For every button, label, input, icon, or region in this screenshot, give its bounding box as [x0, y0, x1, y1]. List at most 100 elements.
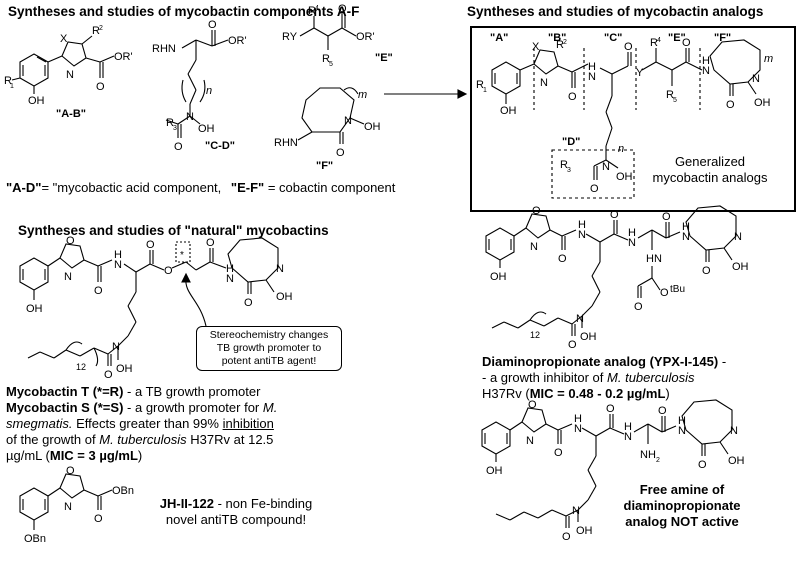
- svg-text:N: N: [574, 423, 582, 435]
- components-heading: Syntheses and studies of mycobactin comp…: [8, 4, 360, 19]
- chain-length-label: 12: [76, 362, 86, 372]
- svg-text:O: O: [164, 265, 173, 277]
- component-legend: "A-D"= "mycobactic acid component, "E-F"…: [6, 180, 396, 195]
- ab-label: "A-B": [56, 108, 86, 120]
- svg-text:O: O: [174, 141, 183, 153]
- svg-text:N: N: [64, 501, 72, 513]
- svg-text:O: O: [338, 3, 347, 15]
- svg-text:N: N: [226, 273, 234, 285]
- svg-text:N: N: [628, 237, 636, 249]
- y-atom-label: Y: [636, 67, 644, 79]
- svg-text:O: O: [606, 403, 615, 415]
- svg-text:N: N: [114, 259, 122, 271]
- svg-text:OR': OR': [228, 35, 247, 47]
- ab-fragment-structure: [11, 35, 115, 94]
- svg-text:O: O: [698, 459, 707, 471]
- svg-text:OH: OH: [116, 363, 133, 375]
- svg-text:OH: OH: [276, 291, 293, 303]
- svg-text:OH: OH: [500, 105, 517, 117]
- n-subscript-label: n: [206, 85, 212, 97]
- svg-text:O: O: [634, 301, 643, 313]
- svg-text:O: O: [208, 19, 217, 31]
- svg-text:O: O: [146, 239, 155, 251]
- svg-text:O: O: [244, 297, 253, 309]
- svg-text:N: N: [730, 425, 738, 437]
- svg-text:O: O: [558, 253, 567, 265]
- svg-text:N: N: [702, 65, 710, 77]
- cd-label: "C-D": [205, 140, 235, 152]
- svg-text:1: 1: [483, 87, 487, 94]
- svg-text:N: N: [682, 231, 690, 243]
- svg-text:4: 4: [315, 5, 319, 12]
- svg-text:2: 2: [563, 39, 567, 46]
- svg-text:N: N: [678, 425, 686, 437]
- svg-text:O: O: [562, 531, 571, 543]
- r4-atom-label: R: [308, 5, 316, 17]
- svg-text:O: O: [568, 339, 577, 351]
- obn-atom-label: OBn: [24, 533, 46, 545]
- generalized-analogs-box: [470, 26, 796, 212]
- rhn-atom-label: RHN: [152, 43, 176, 55]
- svg-text:R: R: [476, 79, 484, 91]
- svg-text:O: O: [610, 209, 619, 221]
- svg-text:N: N: [64, 271, 72, 283]
- svg-text:H: H: [702, 55, 710, 67]
- segment-label-e: "E": [668, 32, 686, 44]
- or-atom-label: OR': [114, 51, 133, 63]
- svg-text:12: 12: [530, 330, 540, 340]
- svg-text:R: R: [560, 159, 568, 171]
- o-atom-label: O: [96, 81, 105, 93]
- svg-text:RHN: RHN: [274, 137, 298, 149]
- svg-text:OH: OH: [580, 331, 597, 343]
- svg-text:X: X: [532, 41, 540, 53]
- svg-text:5: 5: [673, 97, 677, 104]
- svg-text:H: H: [624, 421, 632, 433]
- svg-text:O: O: [66, 235, 75, 247]
- jh-ii-122-description: JH-II-122 - non Fe-binding novel antiTB …: [159, 496, 313, 527]
- svg-text:n: n: [618, 143, 624, 155]
- svg-text:O: O: [660, 287, 669, 299]
- svg-text:OH: OH: [26, 303, 43, 315]
- svg-text:O: O: [104, 369, 113, 381]
- segment-label-d: "D": [562, 136, 581, 148]
- svg-text:N: N: [112, 341, 120, 353]
- svg-text:OH: OH: [732, 261, 749, 273]
- r1-atom-label: R: [4, 75, 12, 87]
- svg-text:2: 2: [656, 457, 660, 464]
- ypx-structure: [485, 205, 737, 336]
- svg-text:N: N: [530, 241, 538, 253]
- svg-text:O: O: [590, 183, 599, 195]
- ry-atom-label: RY: [282, 31, 298, 43]
- svg-text:4: 4: [657, 37, 661, 44]
- svg-text:N: N: [624, 431, 632, 443]
- m-subscript-label: m: [358, 89, 367, 101]
- segment-dividers: [533, 48, 701, 199]
- svg-text:H: H: [628, 227, 636, 239]
- svg-text:H: H: [114, 249, 122, 261]
- svg-text:N: N: [344, 115, 352, 127]
- svg-text:O: O: [682, 37, 691, 49]
- svg-text:N: N: [576, 313, 584, 325]
- x-atom-label: X: [60, 33, 68, 45]
- svg-text:OH: OH: [576, 525, 593, 537]
- svg-text:N: N: [540, 77, 548, 89]
- svg-text:O: O: [726, 99, 735, 111]
- svg-text:H: H: [588, 61, 596, 73]
- svg-text:H: H: [574, 413, 582, 425]
- svg-text:OH: OH: [364, 121, 381, 133]
- svg-text:OH: OH: [198, 123, 215, 135]
- e-fragment-structure: [299, 14, 357, 50]
- r5-atom-label: R: [322, 53, 330, 65]
- svg-text:O: O: [66, 465, 75, 477]
- svg-text:O: O: [568, 91, 577, 103]
- free-amine-structure: [481, 399, 733, 528]
- tbu-atom-label: tBu: [670, 284, 685, 295]
- r2-atom-label: R: [92, 25, 100, 37]
- jh-ii-122-structure: [19, 473, 113, 530]
- svg-text:O: O: [336, 147, 345, 159]
- svg-text:O: O: [94, 285, 103, 297]
- svg-text:OBn: OBn: [112, 485, 134, 497]
- svg-text:1: 1: [10, 83, 14, 90]
- segment-label-a: "A": [490, 32, 509, 44]
- svg-text:N: N: [752, 73, 760, 85]
